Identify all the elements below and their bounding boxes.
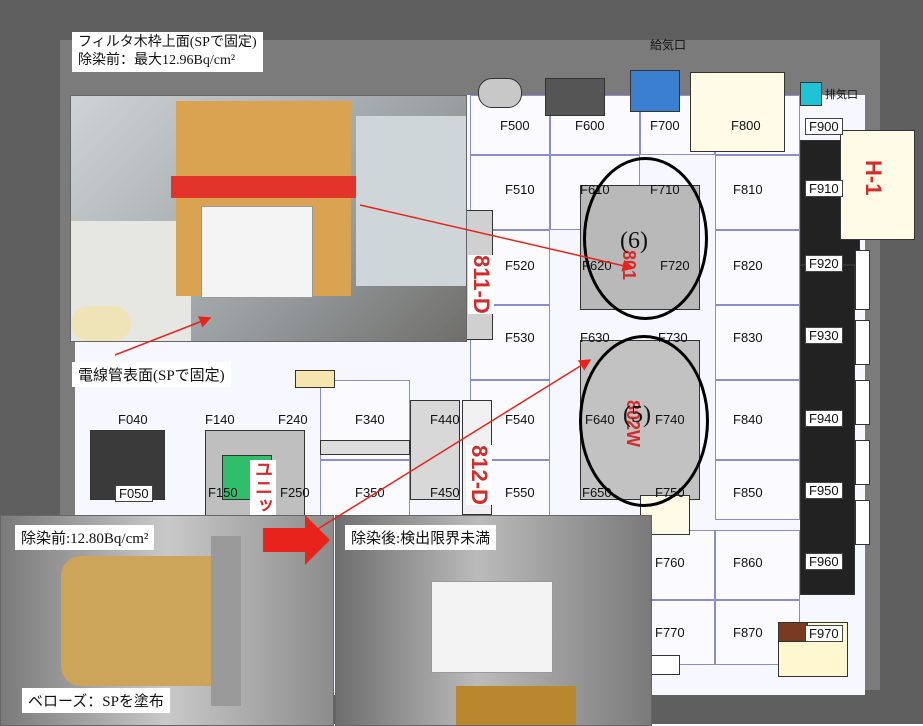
before-caption: 除染前:12.80Bq/cm²	[15, 525, 155, 550]
exhaust-vent	[800, 82, 822, 106]
grid-cell	[715, 460, 800, 520]
cell-label-f150: F150	[208, 485, 238, 500]
cell-label-f950: F950	[805, 482, 843, 499]
h1-unit	[840, 130, 915, 240]
flange	[211, 536, 241, 706]
cell-label-f630: F630	[580, 330, 610, 345]
filter-caption-line2: 除染前：最大12.96Bq/cm²	[78, 53, 236, 68]
cell-label-f600: F600	[575, 118, 605, 133]
marker-5: (5)	[623, 402, 651, 428]
pipe	[320, 440, 410, 455]
highlight-ellipse-5	[579, 335, 709, 507]
cell-label-f520: F520	[505, 258, 535, 273]
cell-label-f760: F760	[655, 555, 685, 570]
blue-unit	[630, 70, 680, 112]
grid-cell	[715, 155, 800, 230]
cell-label-f920: F920	[805, 255, 843, 272]
cell-label-f040: F040	[118, 412, 148, 427]
before-after-arrow	[263, 515, 330, 565]
cell-label-f350: F350	[355, 485, 385, 500]
filter-frame-photo	[70, 95, 467, 342]
cell-label-f770: F770	[655, 625, 685, 640]
bellows-after-photo	[335, 515, 652, 726]
equipment-rack	[800, 265, 855, 595]
cell-label-f550: F550	[505, 485, 535, 500]
object	[71, 306, 131, 341]
grid-cell	[715, 230, 800, 305]
exhaust-vent-label: 排気口	[825, 89, 858, 101]
cell-label-f960: F960	[805, 553, 843, 570]
after-caption: 除染後:検出限界未満	[345, 525, 497, 550]
cell-label-f930: F930	[805, 327, 843, 344]
cell-label-f700: F700	[650, 118, 680, 133]
cell-label-f850: F850	[733, 485, 763, 500]
arrow-to-802w	[299, 359, 592, 541]
cabinet	[690, 72, 785, 152]
cell-label-f440: F440	[430, 412, 460, 427]
cell-label-f910: F910	[805, 180, 843, 197]
grid-cell	[715, 380, 800, 460]
grid-cell	[715, 530, 800, 600]
cell-label-f900: F900	[805, 118, 843, 135]
machine	[410, 400, 460, 500]
panel	[855, 380, 870, 425]
red-tape	[171, 176, 356, 198]
plastic-wrap	[356, 116, 466, 286]
cell-label-f940: F940	[805, 410, 843, 427]
cell-label-f800: F800	[731, 118, 761, 133]
cell-label-f140: F140	[205, 412, 235, 427]
panel	[855, 440, 870, 485]
cell-label-f530: F530	[505, 330, 535, 345]
panel	[855, 250, 870, 310]
arrow-to-conduit	[114, 316, 212, 356]
conduit-caption: 電線管表面(SPで固定)	[72, 362, 231, 387]
cell-label-f970: F970	[805, 625, 843, 642]
cell-label-f810: F810	[733, 182, 763, 197]
arrow-to-801	[359, 204, 635, 272]
cell-label-f860: F860	[733, 555, 763, 570]
equipment-block	[545, 78, 605, 116]
grid-cell	[320, 460, 410, 520]
supply-vent-label: 給気口	[650, 38, 687, 52]
cell-label-f840: F840	[733, 412, 763, 427]
pipe	[295, 370, 335, 388]
label-sheet	[201, 206, 313, 298]
filter-caption: フィルタ木枠上面(SPで固定) 除染前：最大12.96Bq/cm²	[72, 32, 263, 72]
cell-label-f340: F340	[355, 412, 385, 427]
bellows	[61, 556, 231, 686]
cell-label-f500: F500	[500, 118, 530, 133]
cell-label-f240: F240	[278, 412, 308, 427]
filter-canister	[478, 78, 522, 108]
label-812d: 812-D	[466, 445, 492, 505]
label-sheet	[431, 581, 553, 673]
h1-label: H-1	[861, 160, 886, 196]
bellows-caption: ベローズ：SPを塗布	[22, 688, 170, 713]
cell-label-f820: F820	[733, 258, 763, 273]
cell-label-f510: F510	[505, 182, 535, 197]
grid-cell	[640, 530, 715, 600]
cell-label-f050: F050	[115, 485, 153, 502]
panel	[855, 500, 870, 545]
cell-label-f250: F250	[280, 485, 310, 500]
cell-label-f870: F870	[733, 625, 763, 640]
label-811d: 811-D	[468, 255, 494, 314]
marker-6: (6)	[620, 228, 648, 254]
panel	[855, 320, 870, 365]
highlight-ellipse-6	[583, 157, 708, 320]
filter-caption-line1: フィルタ木枠上面(SPで固定)	[78, 35, 257, 50]
debris	[456, 686, 576, 725]
cell-label-f830: F830	[733, 330, 763, 345]
cell-label-f540: F540	[505, 412, 535, 427]
grid-cell	[715, 305, 800, 380]
cell-label-f450: F450	[430, 485, 460, 500]
